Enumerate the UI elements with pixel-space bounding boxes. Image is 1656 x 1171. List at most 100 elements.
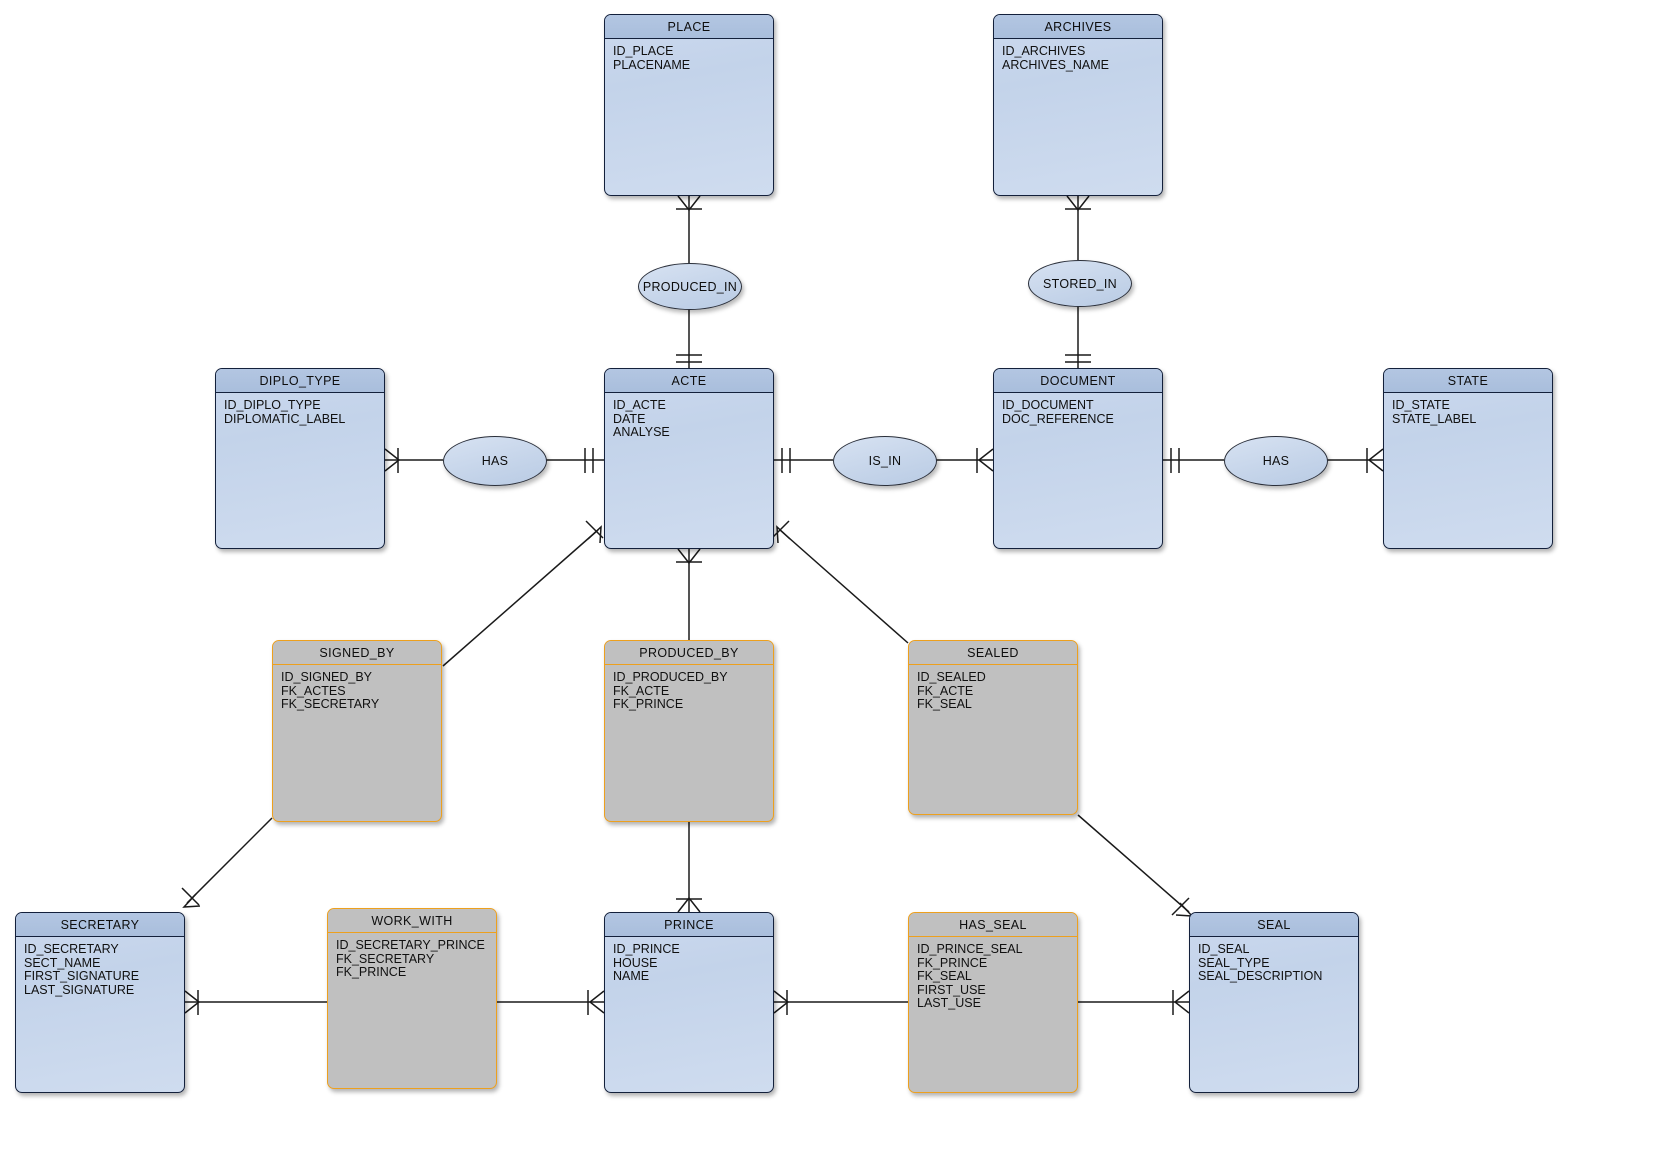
attribute: LAST_SIGNATURE bbox=[24, 982, 135, 997]
relationship-produced_in[interactable]: PRODUCED_IN bbox=[638, 263, 742, 310]
bar-secretary-diag-one bbox=[181, 887, 200, 906]
attribute: ID_PLACE bbox=[613, 44, 674, 58]
bar-acte-signedby-one bbox=[585, 520, 604, 539]
crowfoot-prince-top bbox=[677, 896, 701, 913]
entity-title-has_seal: HAS_SEAL bbox=[909, 913, 1077, 937]
crowfoot-secretary-right bbox=[184, 990, 201, 1014]
attribute: FIRST_SIGNATURE bbox=[24, 969, 140, 983]
crowfoot-place bbox=[677, 195, 701, 212]
entity-title-work_with: WORK_WITH bbox=[328, 909, 496, 933]
attribute: ID_SECRETARY_PRINCE bbox=[336, 938, 485, 952]
attribute: FK_ACTE bbox=[613, 683, 670, 698]
crowfoot-acte-signedby bbox=[587, 525, 602, 544]
attribute: ID_ACTE bbox=[613, 398, 666, 412]
entity-title-acte: ACTE bbox=[605, 369, 773, 393]
attribute: ID_PRODUCED_BY bbox=[613, 670, 728, 684]
crowfoot-seal-left bbox=[1173, 990, 1190, 1014]
attribute: ANALYSE bbox=[613, 425, 670, 439]
crowfoot-acte-sealed bbox=[776, 525, 791, 544]
attribute: ID_ARCHIVES bbox=[1002, 44, 1086, 58]
relationship-has_state[interactable]: HAS bbox=[1224, 436, 1328, 486]
entity-title-produced_by: PRODUCED_BY bbox=[605, 641, 773, 665]
entity-title-secretary: SECRETARY bbox=[16, 913, 184, 937]
attribute: NAME bbox=[613, 969, 650, 983]
attribute: SECT_NAME bbox=[24, 955, 101, 970]
attribute: ID_DOCUMENT bbox=[1002, 398, 1094, 412]
relationship-label-produced_in: PRODUCED_IN bbox=[642, 279, 738, 294]
attribute: ID_PRINCE bbox=[613, 942, 680, 956]
attribute: FK_SEAL bbox=[917, 969, 972, 983]
attribute: FK_ACTE bbox=[917, 683, 974, 698]
relationship-stored_in[interactable]: STORED_IN bbox=[1028, 260, 1132, 307]
attribute: STATE_LABEL bbox=[1392, 411, 1477, 426]
attribute: FIRST_USE bbox=[917, 982, 986, 997]
entity-title-document: DOCUMENT bbox=[994, 369, 1162, 393]
attribute: PLACENAME bbox=[613, 57, 691, 72]
attribute: FK_PRINCE bbox=[613, 697, 684, 711]
entity-title-diplo_type: DIPLO_TYPE bbox=[216, 369, 384, 393]
relationship-label-stored_in: STORED_IN bbox=[1042, 276, 1117, 291]
attribute: FK_ACTES bbox=[281, 683, 346, 698]
attribute: FK_SEAL bbox=[917, 697, 972, 711]
attribute: ID_SIGNED_BY bbox=[281, 670, 373, 684]
attribute: ID_SECRETARY bbox=[24, 942, 119, 956]
line-sealed-seal bbox=[1077, 814, 1190, 913]
relationship-is_in[interactable]: IS_IN bbox=[833, 436, 937, 486]
entity-title-signed_by: SIGNED_BY bbox=[273, 641, 441, 665]
attribute: LAST_USE bbox=[917, 996, 981, 1010]
attribute: ARCHIVES_NAME bbox=[1002, 57, 1109, 72]
entity-title-prince: PRINCE bbox=[605, 913, 773, 937]
attribute: DIPLOMATIC_LABEL bbox=[224, 411, 346, 426]
attribute: ID_DIPLO_TYPE bbox=[224, 398, 321, 412]
line-signedby-secretary bbox=[186, 817, 273, 904]
crowfoot-prince-right bbox=[773, 990, 790, 1014]
attribute: FK_SECRETARY bbox=[281, 697, 380, 711]
attribute: FK_PRINCE bbox=[917, 955, 988, 970]
entity-title-place: PLACE bbox=[605, 15, 773, 39]
entity-title-sealed: SEALED bbox=[909, 641, 1077, 665]
crowfoot-acte-producedby bbox=[677, 548, 701, 565]
attribute: ID_SEAL bbox=[1198, 942, 1250, 956]
attribute: FK_PRINCE bbox=[336, 965, 407, 979]
attribute: ID_STATE bbox=[1392, 398, 1450, 412]
bar-seal-diag-one bbox=[1171, 897, 1190, 916]
bar-acte-sealed-one bbox=[771, 520, 790, 539]
relationship-has_diplo[interactable]: HAS bbox=[443, 436, 547, 486]
crowfoot-prince-left bbox=[588, 990, 605, 1014]
line-acte-sealed bbox=[779, 529, 909, 644]
attribute: ID_PRINCE_SEAL bbox=[917, 942, 1023, 956]
crowfoot-diplotype bbox=[384, 448, 401, 472]
crowfoot-archives bbox=[1066, 195, 1090, 212]
line-acte-signedby bbox=[442, 529, 599, 667]
attribute: FK_SECRETARY bbox=[336, 951, 435, 966]
relationship-label-is_in: IS_IN bbox=[868, 454, 902, 468]
crowfoot-state bbox=[1367, 448, 1384, 472]
